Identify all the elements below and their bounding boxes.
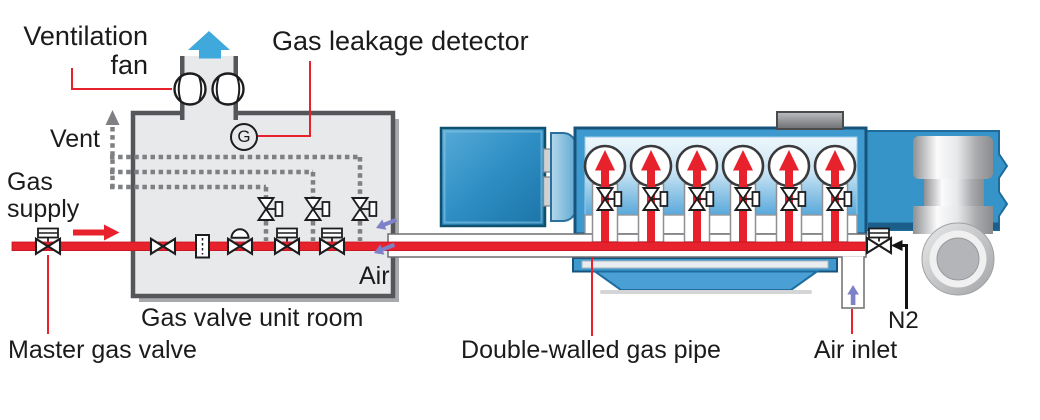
double-walled-gas-pipe-label: Double-walled gas pipe: [461, 336, 721, 364]
air-inlet-arrow-icon: [847, 285, 859, 305]
n2-valve-icon: [865, 227, 893, 255]
gas-leakage-detector-icon: [230, 123, 258, 151]
gas-filter-icon: [195, 234, 210, 259]
bell-housing: [550, 132, 577, 222]
air-inlet-duct: [841, 256, 865, 309]
engine-top-cap: [776, 111, 844, 130]
gas-valve-unit-room-label: Gas valve unit room: [141, 304, 364, 332]
gas-flow-arrow-icon: [73, 224, 120, 241]
ventilation-fan-label-line1: Ventilation: [23, 21, 148, 51]
gas-leakage-detector-label: Gas leakage detector: [272, 26, 529, 56]
vent-label: Vent: [49, 125, 100, 153]
gas-supply-label-line1: Gas: [7, 168, 53, 196]
air-inlet-label: Air inlet: [813, 336, 898, 364]
n2-arrow-icon: [891, 240, 908, 309]
ventilation-fan-icon: [173, 72, 207, 106]
gas-supply-label: Gas supply: [7, 169, 79, 223]
gas-pipe: [11, 241, 869, 252]
leader-lines: [47, 61, 853, 336]
air-label: Air: [359, 262, 390, 290]
exhaust-up-arrow-icon: [188, 31, 230, 59]
generator-box: [439, 126, 547, 228]
globe-valve-icon: [226, 228, 254, 255]
engine-block: [572, 111, 868, 294]
gas-detector-symbol: G: [237, 127, 251, 146]
ventilation-fan-icon: [211, 72, 245, 106]
vent-arrow-icon: [105, 110, 120, 125]
master-gas-valve-label: Master gas valve: [8, 336, 197, 364]
vent-lines: [110, 127, 363, 241]
exhaust-elbow-pipe: [913, 136, 995, 296]
ventilation-fan-label-line2: fan: [110, 50, 148, 81]
gas-supply-label-line2: supply: [7, 195, 80, 223]
ventilation-fan-label: Ventilation fan: [6, 21, 148, 81]
n2-label: N2: [888, 307, 919, 334]
